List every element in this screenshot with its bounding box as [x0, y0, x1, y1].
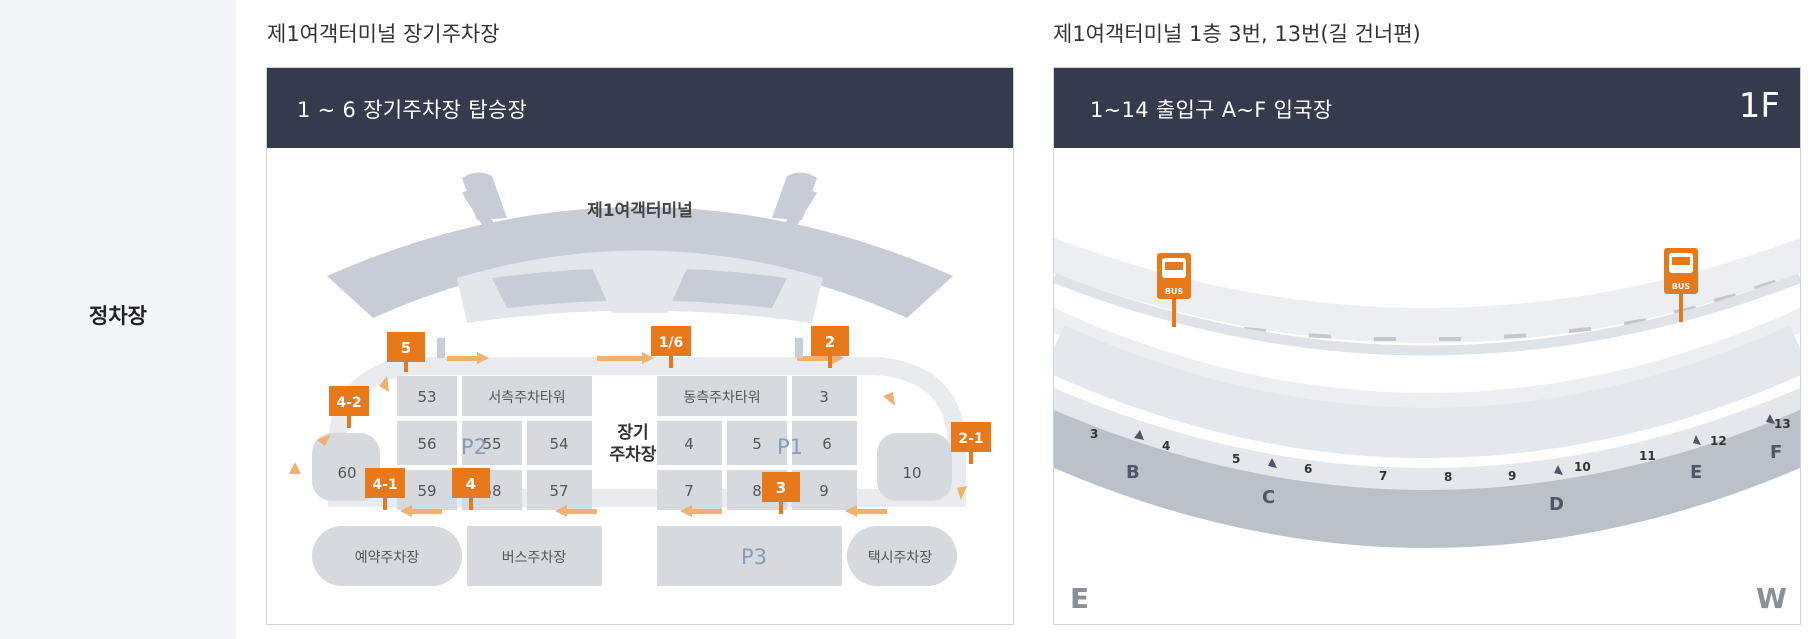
svg-text:3: 3 — [776, 479, 786, 497]
cell-8: 8 — [752, 482, 762, 500]
arrival-letters: B C D E F — [1126, 442, 1782, 515]
bus-icon: BUS — [1672, 282, 1691, 291]
cell-55: 55 — [482, 435, 501, 453]
stop-4[interactable]: 4 — [452, 468, 490, 510]
svg-text:1/6: 1/6 — [659, 335, 684, 351]
cell-56: 56 — [417, 435, 436, 453]
zone-p2: P2 — [461, 435, 487, 459]
cell-4: 4 — [684, 435, 694, 453]
svg-text:7: 7 — [1379, 469, 1387, 483]
svg-text:13: 13 — [1774, 417, 1791, 431]
svg-text:11: 11 — [1639, 449, 1656, 463]
svg-text:B: B — [1126, 462, 1140, 483]
svg-text:4: 4 — [1162, 439, 1170, 453]
direction-east: E — [1070, 582, 1089, 615]
svg-text:5: 5 — [1232, 452, 1240, 466]
lot-taxi: 택시주차장 — [868, 550, 933, 566]
card-header: 1~14 출입구 A~F 입국장 1F — [1054, 68, 1800, 148]
svg-text:4: 4 — [466, 475, 476, 493]
terminal-1f-card: 1~14 출입구 A~F 입국장 1F — [1053, 67, 1801, 625]
bus-icon: BUS — [1165, 287, 1184, 296]
left-panel-title: 제1여객터미널 장기주차장 — [267, 22, 500, 46]
parking-map: 제1여객터미널 60 53 서측주차타워 56 55 54 59 58 — [267, 148, 1013, 624]
center-label-2: 주차장 — [610, 445, 657, 465]
svg-text:9: 9 — [1508, 469, 1516, 483]
center-label-1: 장기 — [617, 423, 648, 443]
floor-label: 1F — [1738, 86, 1780, 126]
stop-2[interactable]: 2 — [811, 326, 849, 368]
cell-54: 54 — [549, 435, 568, 453]
svg-text:10: 10 — [1574, 460, 1591, 474]
bus-stop-13[interactable]: BUS — [1664, 248, 1698, 322]
svg-text:12: 12 — [1710, 434, 1727, 448]
long-term-parking-card: 1 ~ 6 장기주차장 탑승장 제1여객터미널 60 53 서측주차타워 — [266, 67, 1014, 625]
svg-text:2-1: 2-1 — [958, 431, 983, 447]
svg-text:D: D — [1549, 494, 1564, 515]
cell-53: 53 — [417, 388, 436, 406]
terminal-map-svg: 3 4 5 6 7 8 9 10 11 12 13 B C D E F — [1054, 238, 1800, 615]
cell-10: 10 — [902, 464, 921, 482]
terminal-arc — [327, 207, 953, 318]
svg-text:3: 3 — [1090, 427, 1098, 441]
card-header-text: 1~14 출입구 A~F 입국장 — [1090, 98, 1333, 122]
right-panel-title: 제1여객터미널 1층 3번, 13번(길 건너편) — [1053, 22, 1421, 46]
cell-9: 9 — [819, 482, 829, 500]
lot-reserved: 예약주차장 — [355, 550, 420, 566]
svg-text:F: F — [1770, 442, 1782, 463]
svg-text:E: E — [1690, 462, 1702, 483]
cell-5: 5 — [752, 435, 762, 453]
stop-1-6[interactable]: 1/6 — [651, 326, 691, 368]
svg-text:4-1: 4-1 — [372, 477, 397, 493]
parking-map-svg: 제1여객터미널 60 53 서측주차타워 56 55 54 59 58 — [289, 172, 991, 586]
svg-text:8: 8 — [1444, 470, 1452, 484]
west-tower: 서측주차타워 — [488, 390, 565, 406]
svg-text:C: C — [1262, 487, 1275, 508]
cell-3: 3 — [819, 388, 829, 406]
cell-60: 60 — [337, 464, 356, 482]
stop-4-2[interactable]: 4-2 — [329, 386, 369, 428]
cell-59: 59 — [417, 482, 436, 500]
terminal-1f-map: 3 4 5 6 7 8 9 10 11 12 13 B C D E F — [1054, 148, 1800, 624]
svg-text:2: 2 — [825, 333, 835, 351]
row-label: 정차장 — [89, 304, 147, 328]
svg-text:5: 5 — [401, 339, 411, 357]
gate-numbers: 3 4 5 6 7 8 9 10 11 12 13 — [1090, 417, 1791, 484]
terminal-label: 제1여객터미널 — [587, 201, 693, 221]
svg-text:4-2: 4-2 — [336, 395, 361, 411]
zone-p1: P1 — [777, 435, 803, 459]
bus-stop-3[interactable]: BUS — [1157, 253, 1191, 327]
sidebar — [0, 0, 236, 639]
cell-6: 6 — [822, 435, 832, 453]
flow-arrows — [289, 352, 967, 517]
zone-p3: P3 — [741, 545, 767, 569]
stop-2-1[interactable]: 2-1 — [951, 422, 991, 464]
terminal-curb — [1054, 408, 1800, 548]
stop-5[interactable]: 5 — [387, 332, 425, 372]
lot-bus: 버스주차장 — [502, 550, 567, 566]
cell-7: 7 — [684, 482, 694, 500]
stop-3[interactable]: 3 — [762, 472, 800, 514]
cell-57: 57 — [549, 482, 568, 500]
east-tower: 동측주차타워 — [683, 390, 760, 406]
svg-text:6: 6 — [1304, 462, 1312, 476]
direction-west: W — [1756, 582, 1787, 615]
card-header: 1 ~ 6 장기주차장 탑승장 — [267, 68, 1013, 148]
card-header-text: 1 ~ 6 장기주차장 탑승장 — [297, 98, 528, 122]
stop-4-1[interactable]: 4-1 — [365, 468, 405, 510]
